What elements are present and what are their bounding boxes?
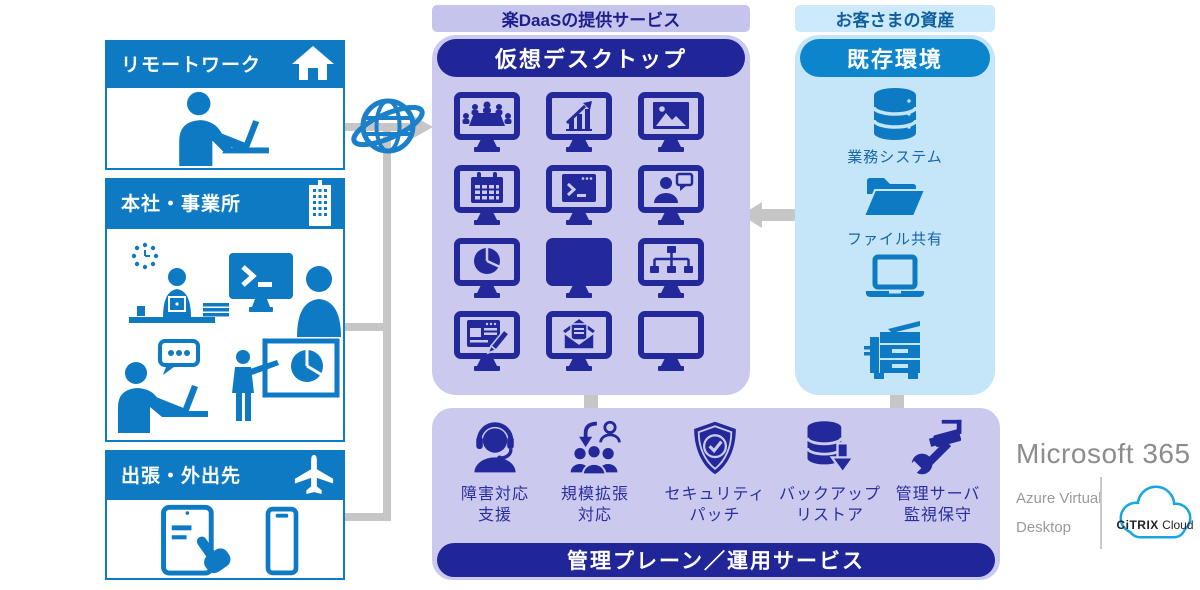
- monitor-bar-chart-icon: [546, 92, 612, 152]
- connector-stub-service: [584, 393, 598, 409]
- panel-head-office-header: 本社・事業所: [105, 178, 345, 227]
- service-label: 対応: [577, 507, 612, 524]
- panel-head-office: 本社・事業所: [105, 178, 345, 442]
- existing-environment-title: 既存環境: [846, 47, 943, 72]
- panel-head-office-body: [107, 229, 343, 440]
- laptop-icon: [865, 254, 925, 297]
- monitor-meeting-icon: [454, 92, 520, 152]
- existing-environment-pill: 既存環境: [800, 39, 990, 77]
- citrix-cloud-label: CiTRIX Cloud: [1116, 518, 1194, 532]
- wrench-camera-icon: [906, 419, 962, 476]
- panel-business-trip: 出張・外出先: [105, 450, 345, 580]
- connector-stub-asset: [890, 393, 904, 409]
- house-icon: [292, 46, 334, 80]
- panel-head-office-title: 本社・事業所: [121, 194, 242, 215]
- monitor-screen-blank-icon: [638, 311, 704, 371]
- service-label: バックアップ: [778, 486, 881, 503]
- shield-check-icon: [694, 421, 736, 475]
- monitor-video-call-icon: [638, 165, 704, 225]
- connector-asset-line: [762, 209, 796, 221]
- panel-remote-work: リモートワーク: [105, 40, 345, 170]
- service-label: セキュリティ: [664, 486, 766, 503]
- partner-divider: [1100, 477, 1102, 549]
- connector-remote-line: [345, 123, 413, 131]
- management-plane-pill: 管理プレーン／運用サービス: [437, 543, 995, 577]
- monitor-mail-icon: [546, 311, 612, 371]
- user-group-scale-icon: [570, 420, 621, 476]
- service-label: 支援: [477, 507, 512, 524]
- copier-icon: [864, 321, 920, 379]
- panel-business-trip-title: 出張・外出先: [121, 465, 242, 487]
- customer-column-header-label: お客さまの資産: [835, 11, 955, 30]
- headset-operator-icon: [474, 422, 516, 473]
- panel-business-trip-body: [107, 500, 343, 578]
- citrix-cloud-icon: [1119, 485, 1192, 539]
- service-label: パッチ: [689, 507, 741, 524]
- folder-icon: [862, 178, 927, 217]
- service-incident-support: 障害対応 支援: [433, 417, 557, 526]
- service-column-header: 楽DaaSの提供サービス: [432, 5, 750, 32]
- person-desk-clock-icon: [129, 242, 229, 323]
- service-label: 管理サーバ: [895, 486, 981, 503]
- database-label: 業務システム: [847, 149, 943, 166]
- folder-label: ファイル共有: [846, 231, 943, 248]
- service-scale-out: 規模拡張 対応: [533, 417, 657, 526]
- smartphone-icon: [265, 506, 299, 576]
- monitor-calendar-icon: [454, 165, 520, 225]
- service-label: 監視保守: [903, 507, 972, 524]
- customer-column-header: お客さまの資産: [795, 5, 995, 32]
- monitor-web-edit-icon: [454, 311, 520, 371]
- connector-office-line: [345, 323, 387, 331]
- service-security-patch: セキュリティ パッチ: [653, 417, 777, 526]
- person-terminal-monitor-icon: [229, 253, 341, 337]
- database-backup-icon: [806, 421, 856, 475]
- microsoft-365-label: Microsoft 365: [1016, 438, 1191, 469]
- citrix-product-label: Cloud: [1162, 518, 1194, 532]
- azure-virtual-label: Azure Virtual: [1016, 490, 1102, 507]
- service-label: 障害対応: [460, 486, 529, 503]
- service-server-monitoring: 管理サーバ 監視保守: [876, 417, 1000, 526]
- person-chat-laptop-icon: [118, 339, 208, 433]
- azure-desktop-label: Desktop: [1016, 519, 1072, 536]
- building-icon: [309, 179, 331, 226]
- presenter-whiteboard-icon: [232, 338, 340, 421]
- service-backup-restore: バックアップ リストア: [768, 417, 892, 526]
- monitor-org-chart-icon: [638, 238, 704, 298]
- virtual-desktop-title: 仮想デスクトップ: [494, 47, 687, 72]
- panel-remote-work-body: [107, 88, 343, 168]
- panel-remote-work-header: リモートワーク: [105, 40, 345, 86]
- connector-vertical-line: [383, 123, 391, 521]
- airplane-icon: [294, 454, 334, 495]
- service-column-header-label: 楽DaaSの提供サービス: [501, 11, 681, 30]
- monitor-screen-filled-icon: [546, 238, 612, 298]
- virtual-desktop-grid: [453, 92, 705, 373]
- monitor-terminal-icon: [546, 165, 612, 225]
- person-laptop-icon: [179, 91, 269, 166]
- service-label: リストア: [795, 507, 864, 524]
- citrix-brand-label: CiTRIX: [1116, 518, 1159, 532]
- connector-trip-line: [345, 513, 387, 521]
- monitor-pie-chart-icon: [454, 238, 520, 298]
- service-label: 規模拡張: [560, 486, 629, 503]
- database-icon: [872, 88, 918, 140]
- panel-remote-work-title: リモートワーク: [121, 54, 262, 76]
- globe-icon: [351, 98, 425, 154]
- tablet-touch-icon: [161, 504, 231, 576]
- monitor-photo-icon: [638, 92, 704, 152]
- virtual-desktop-pill: 仮想デスクトップ: [437, 39, 745, 77]
- panel-business-trip-header: 出張・外出先: [105, 450, 345, 498]
- management-plane-title: 管理プレーン／運用サービス: [567, 550, 865, 573]
